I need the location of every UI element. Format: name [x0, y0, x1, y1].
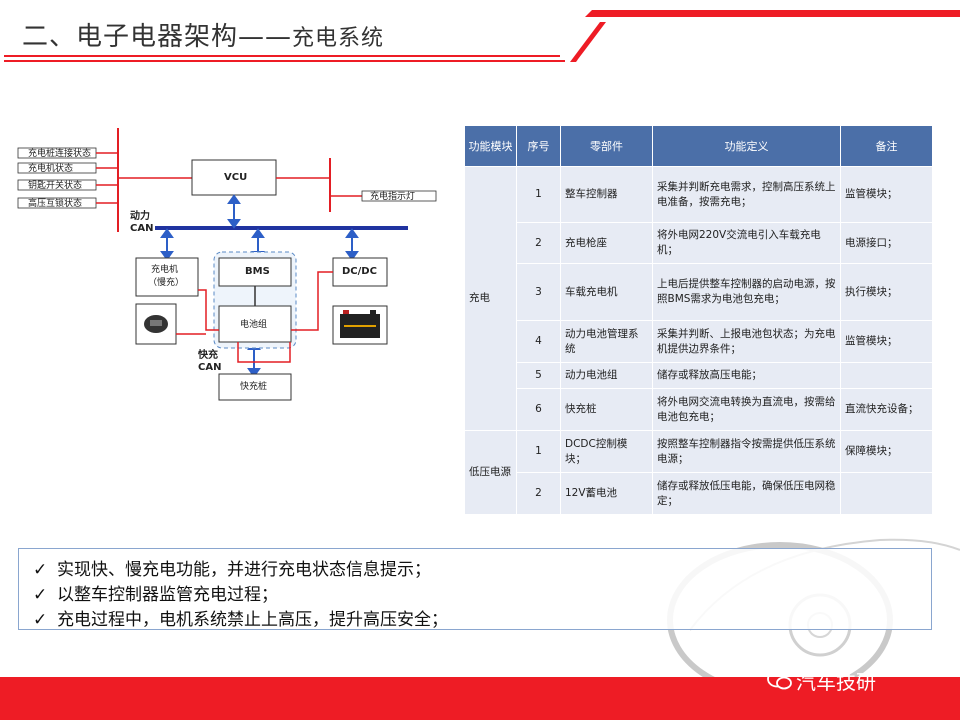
cell-definition: 上电后提供整车控制器的启动电源，按照BMS需求为电池包充电；	[653, 264, 841, 321]
check-icon: ✓	[33, 585, 57, 605]
cell-no: 1	[517, 431, 561, 473]
note-item: ✓以整车控制器监管充电过程；	[33, 580, 278, 605]
fast-charge-pile-box: 快充桩	[240, 382, 267, 392]
cell-no: 3	[517, 264, 561, 321]
label-charger-status: 充电机状态	[28, 164, 73, 174]
fast-can-label-2: CAN	[198, 363, 221, 373]
vcu-box: VCU	[224, 173, 247, 183]
cell-definition: 采集并判断、上报电池包状态；为充电机提供边界条件；	[653, 321, 841, 363]
brand-label: 汽车技研	[796, 666, 876, 695]
cell-part: 充电枪座	[561, 223, 653, 264]
dcdc-box: DC/DC	[342, 267, 377, 277]
cell-note: 电源接口；	[841, 223, 933, 264]
cell-definition: 采集并判断充电需求，控制高压系统上电准备，按需充电；	[653, 167, 841, 223]
header-part: 零部件	[561, 126, 653, 167]
table-row: 2 12V蓄电池 储存或释放低压电能，确保低压电网稳定；	[465, 473, 933, 515]
bms-box: BMS	[245, 267, 270, 277]
cell-no: 5	[517, 363, 561, 389]
fast-can-label-1: 快充	[198, 351, 218, 361]
header-module: 功能模块	[465, 126, 517, 167]
cell-note: 监管模块；	[841, 321, 933, 363]
cell-note: 保障模块；	[841, 431, 933, 473]
power-can-label-1: 动力	[130, 212, 150, 222]
cell-no: 4	[517, 321, 561, 363]
cell-part: 12V蓄电池	[561, 473, 653, 515]
cell-part: DCDC控制模块；	[561, 431, 653, 473]
function-table: 功能模块 序号 零部件 功能定义 备注 充电 1 整车控制器 采集并判断充电需求…	[464, 125, 933, 515]
cell-note: 监管模块；	[841, 167, 933, 223]
cell-definition: 按照整车控制器指令按需提供低压系统电源；	[653, 431, 841, 473]
cell-definition: 将外电网交流电转换为直流电，按需给电池包充电；	[653, 389, 841, 431]
cell-definition: 储存或释放低压电能，确保低压电网稳定；	[653, 473, 841, 515]
header-definition: 功能定义	[653, 126, 841, 167]
label-hv-interlock-status: 高压互锁状态	[28, 199, 82, 209]
note-item: ✓充电过程中，电机系统禁止上高压，提升高压安全；	[33, 605, 448, 630]
cell-no: 2	[517, 473, 561, 515]
cell-part: 车载充电机	[561, 264, 653, 321]
header-no: 序号	[517, 126, 561, 167]
table-row: 4 动力电池管理系统 采集并判断、上报电池包状态；为充电机提供边界条件； 监管模…	[465, 321, 933, 363]
check-icon: ✓	[33, 610, 57, 630]
header-note: 备注	[841, 126, 933, 167]
cell-note: 直流快充设备；	[841, 389, 933, 431]
charging-architecture-diagram	[0, 0, 460, 420]
table-row: 6 快充桩 将外电网交流电转换为直流电，按需给电池包充电； 直流快充设备；	[465, 389, 933, 431]
charger-label-1: 充电机	[151, 265, 178, 275]
summary-notes: ✓实现快、慢充电功能，并进行充电状态信息提示； ✓以整车控制器监管充电过程； ✓…	[18, 548, 932, 630]
module-low-voltage: 低压电源	[465, 431, 517, 515]
cell-note: 执行模块；	[841, 264, 933, 321]
cell-no: 6	[517, 389, 561, 431]
cell-part: 整车控制器	[561, 167, 653, 223]
note-text: 以整车控制器监管充电过程；	[57, 585, 278, 605]
table-row: 3 车载充电机 上电后提供整车控制器的启动电源，按照BMS需求为电池包充电； 执…	[465, 264, 933, 321]
wechat-icon	[766, 668, 794, 692]
note-item: ✓实现快、慢充电功能，并进行充电状态信息提示；	[33, 555, 431, 580]
battery-pack-box: 电池组	[240, 320, 267, 330]
cell-no: 1	[517, 167, 561, 223]
label-charge-pile-status: 充电桩连接状态	[28, 149, 91, 159]
cell-part: 动力电池组	[561, 363, 653, 389]
table-row: 5 动力电池组 储存或释放高压电能；	[465, 363, 933, 389]
power-can-label-2: CAN	[130, 224, 153, 234]
charger-label-2: （慢充）	[148, 278, 184, 288]
cell-note	[841, 473, 933, 515]
check-icon: ✓	[33, 560, 57, 580]
note-text: 实现快、慢充电功能，并进行充电状态信息提示；	[57, 560, 431, 580]
cell-definition: 储存或释放高压电能；	[653, 363, 841, 389]
table-row: 2 充电枪座 将外电网220V交流电引入车载充电机； 电源接口；	[465, 223, 933, 264]
cell-definition: 将外电网220V交流电引入车载充电机；	[653, 223, 841, 264]
cell-note	[841, 363, 933, 389]
label-key-switch-status: 钥匙开关状态	[28, 181, 82, 191]
table-row: 充电 1 整车控制器 采集并判断充电需求，控制高压系统上电准备，按需充电； 监管…	[465, 167, 933, 223]
label-charge-indicator: 充电指示灯	[370, 192, 415, 202]
note-text: 充电过程中，电机系统禁止上高压，提升高压安全；	[57, 610, 448, 630]
module-charging: 充电	[465, 167, 517, 431]
cell-no: 2	[517, 223, 561, 264]
table-row: 低压电源 1 DCDC控制模块； 按照整车控制器指令按需提供低压系统电源； 保障…	[465, 431, 933, 473]
cell-part: 动力电池管理系统	[561, 321, 653, 363]
table-header-row: 功能模块 序号 零部件 功能定义 备注	[465, 126, 933, 167]
cell-part: 快充桩	[561, 389, 653, 431]
